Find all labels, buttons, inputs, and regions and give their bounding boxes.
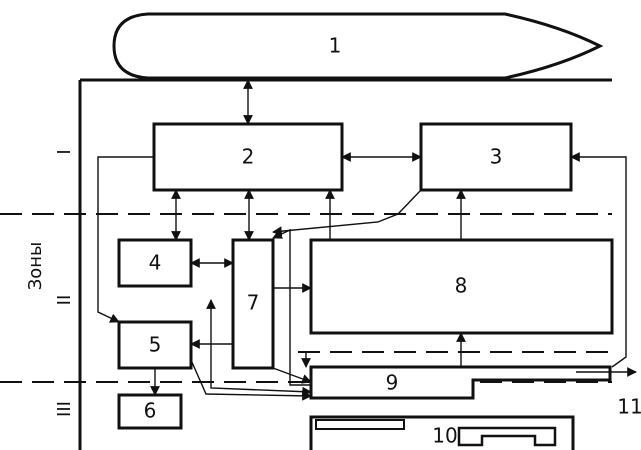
arrow-7-9 (273, 368, 311, 382)
block-10-label: 10 (432, 424, 457, 448)
block-7-label: 7 (247, 291, 260, 315)
ship-hull (114, 14, 600, 78)
zone-label-3: III (54, 401, 75, 417)
block-9-label: 9 (386, 371, 399, 395)
block-3-label: 3 (490, 145, 503, 169)
output-11-label: 11 (617, 395, 641, 419)
ship-label: 1 (329, 34, 342, 58)
arrow-3-7 (273, 190, 421, 232)
arrow-9-left-in (306, 352, 316, 367)
block-8-label: 8 (455, 274, 468, 298)
zone-label-2: II (54, 295, 75, 306)
block-2-label: 2 (242, 145, 255, 169)
zone-label-1: I (54, 149, 75, 154)
block-5-label: 5 (149, 333, 162, 357)
block-6-label: 6 (144, 399, 157, 423)
zones-title: Зоны (25, 242, 46, 291)
block-4-label: 4 (149, 251, 162, 275)
